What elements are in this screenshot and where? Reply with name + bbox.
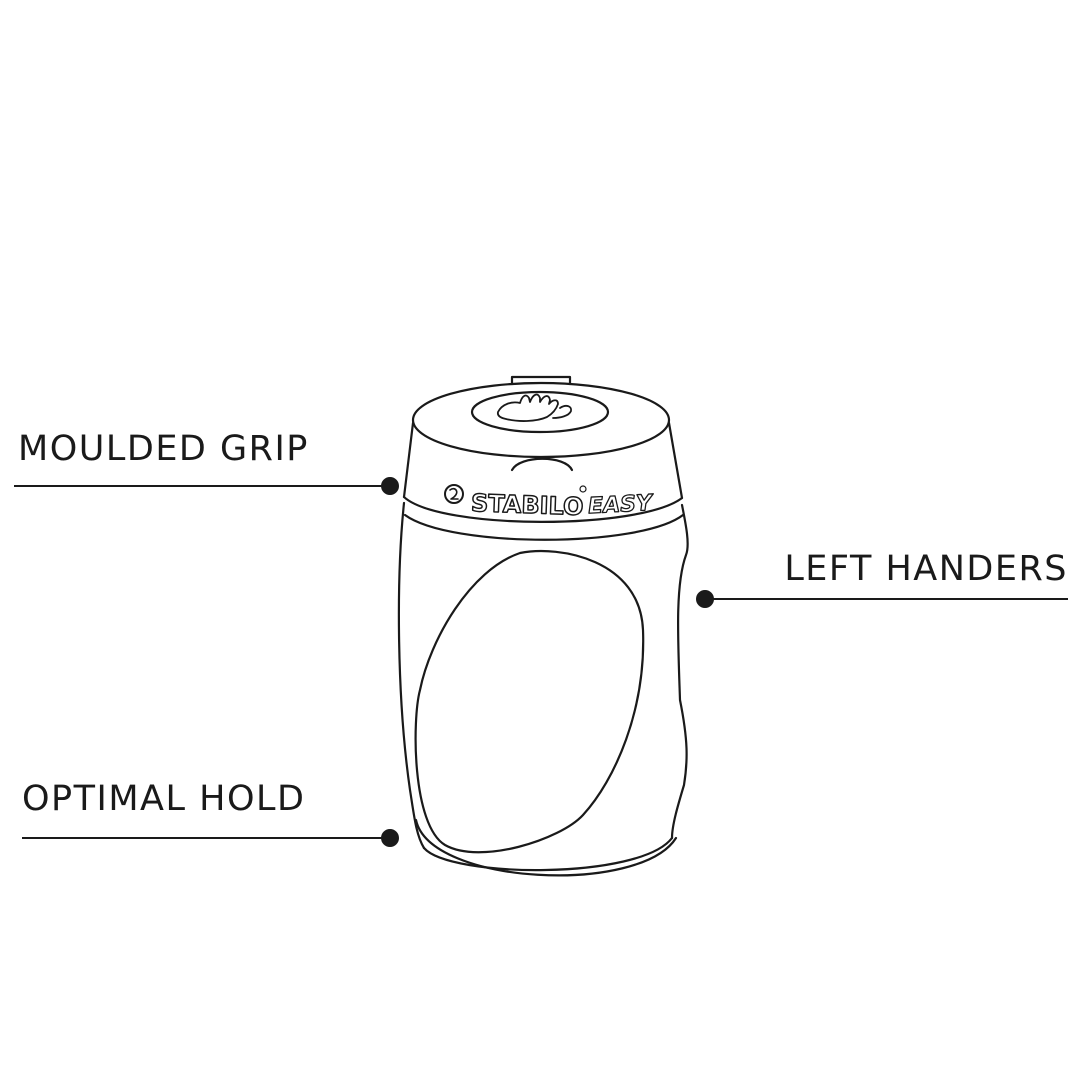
neck-band — [403, 513, 685, 541]
body-bottom — [422, 836, 674, 872]
lid-recess — [470, 390, 610, 434]
round-logo-mark — [449, 487, 459, 500]
brand-logo: STABILO — [471, 489, 584, 521]
collar-right-side — [667, 421, 684, 500]
body-base — [414, 818, 678, 877]
leader-dot-moulded-grip — [381, 477, 399, 495]
body-left — [397, 501, 426, 850]
hand-icon — [496, 393, 559, 422]
callout-moulded-grip: MOULDED GRIP — [18, 429, 309, 469]
brand-suffix: EASY — [588, 491, 655, 519]
round-logo-icon — [444, 484, 464, 504]
collar-left-side — [402, 421, 415, 499]
leader-dot-left-handers — [696, 590, 714, 608]
collar-base — [402, 495, 684, 523]
collar-opening — [510, 457, 574, 472]
sharpener-illustration: STABILO EASY — [397, 375, 689, 877]
callout-left-handers: LEFT HANDERS — [784, 549, 1068, 589]
callout-optimal-hold: OPTIMAL HOLD — [22, 779, 306, 819]
body-right — [670, 503, 689, 840]
registered-mark — [579, 485, 587, 493]
lid-tab — [510, 375, 572, 386]
leader-dot-optimal-hold — [381, 829, 399, 847]
lid-top — [411, 381, 671, 459]
hand-icon-thumb — [552, 404, 572, 419]
grip-panel — [414, 549, 645, 854]
callout-lines — [14, 477, 1068, 847]
